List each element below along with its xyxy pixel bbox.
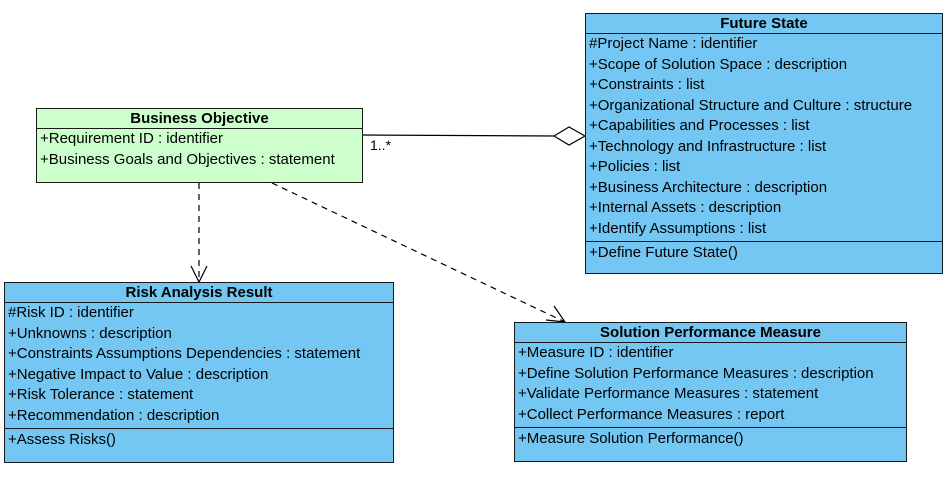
attribute-row: +Policies : list <box>589 158 681 175</box>
attribute-row: +Scope of Solution Space : description <box>589 55 848 73</box>
operation-row: +Assess Risks() <box>8 431 116 448</box>
class-solution-performance-measure[interactable]: Solution Performance Measure +Measure ID… <box>514 322 907 462</box>
attribute-row: +Internal Assets : description <box>589 199 782 216</box>
attribute-row: +Collect Performance Measures : report <box>518 405 785 423</box>
aggregation-line <box>362 134 555 137</box>
class-title: Solution Performance Measure <box>515 323 906 343</box>
attribute-row: +Business Goals and Objectives : stateme… <box>40 150 335 168</box>
attribute-row: +Risk Tolerance : statement <box>8 386 194 403</box>
attribute-row: +Unknowns : description <box>8 324 172 342</box>
class-title: Risk Analysis Result <box>5 283 393 303</box>
attribute-row: +Recommendation : description <box>8 406 220 424</box>
attribute-row: +Constraints : list <box>589 76 705 93</box>
aggregation-diamond <box>552 126 587 146</box>
attribute-row: +Define Solution Performance Measures : … <box>518 364 874 382</box>
attribute-row: +Validate Performance Measures : stateme… <box>518 385 819 402</box>
operation-row: +Define Future State() <box>589 244 738 261</box>
attribute-row: #Risk ID : identifier <box>8 304 134 321</box>
class-risk-analysis-result[interactable]: Risk Analysis Result #Risk ID : identifi… <box>4 282 394 463</box>
attribute-row: +Organizational Structure and Culture : … <box>589 96 913 114</box>
operations-compartment: +Assess Risks() <box>5 429 393 451</box>
operations-compartment: +Measure Solution Performance() <box>515 428 906 450</box>
class-future-state[interactable]: Future State #Project Name : identifier … <box>585 13 943 274</box>
attributes-compartment: +Requirement ID : identifier +Business G… <box>37 129 362 172</box>
attributes-compartment: +Measure ID : identifier +Define Solutio… <box>515 343 906 428</box>
class-business-objective[interactable]: Business Objective +Requirement ID : ide… <box>36 108 363 183</box>
attribute-row: +Measure ID : identifier <box>518 344 674 361</box>
operation-row: +Measure Solution Performance() <box>518 430 744 447</box>
attribute-row: +Technology and Infrastructure : list <box>589 137 827 155</box>
attribute-row: +Business Architecture : description <box>589 178 828 196</box>
multiplicity-label: 1..* <box>370 137 392 153</box>
attribute-row: #Project Name : identifier <box>589 35 758 52</box>
attribute-row: +Requirement ID : identifier <box>40 130 224 147</box>
attribute-row: +Identify Assumptions : list <box>589 219 767 237</box>
attribute-row: +Negative Impact to Value : description <box>8 365 269 383</box>
attribute-row: +Capabilities and Processes : list <box>589 117 810 134</box>
attributes-compartment: #Project Name : identifier +Scope of Sol… <box>586 34 942 242</box>
class-title: Business Objective <box>37 109 362 129</box>
dependency-arrowhead-measure <box>545 305 567 323</box>
attribute-row: +Constraints Assumptions Dependencies : … <box>8 345 361 362</box>
operations-compartment: +Define Future State() <box>586 242 942 264</box>
attributes-compartment: #Risk ID : identifier +Unknowns : descri… <box>5 303 393 429</box>
class-title: Future State <box>586 14 942 34</box>
